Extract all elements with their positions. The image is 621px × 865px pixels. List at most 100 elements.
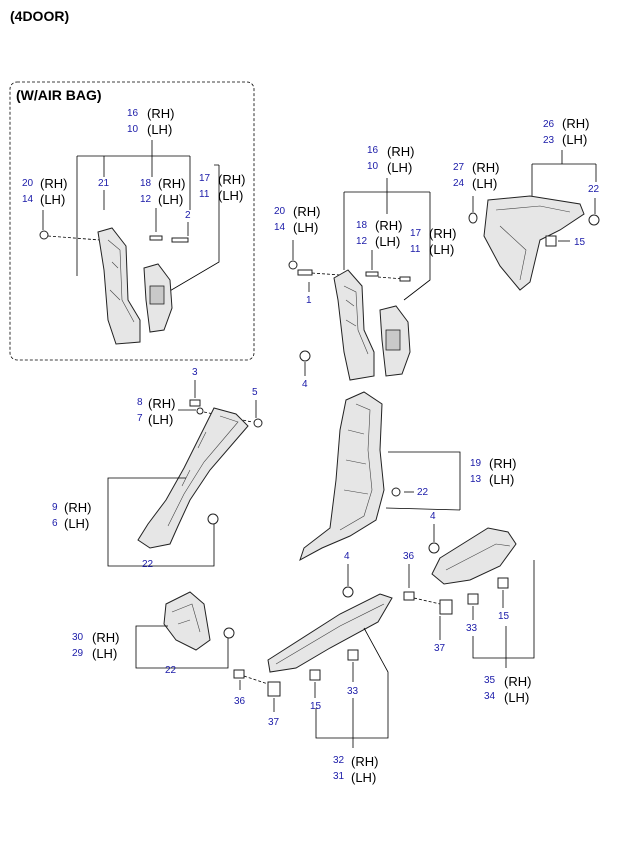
screw-36b <box>233 669 245 679</box>
nut-37a <box>439 599 453 615</box>
leader-19 <box>385 451 461 511</box>
side-lh-23: (LH) <box>562 132 587 147</box>
callout-33a: 33 <box>466 623 478 634</box>
front-scuff-detail <box>275 603 385 665</box>
a-pillar-group: 3 5 8 (RH) 7 (LH) 9 (RH) 6 (LH) 22 <box>52 367 263 570</box>
inset-callout-17: 17 <box>199 173 211 184</box>
side-lh-11: (LH) <box>429 242 454 257</box>
c-pillar-trim <box>483 195 585 291</box>
side-lh-10: (LH) <box>387 160 412 175</box>
callout-12: 12 <box>356 236 368 247</box>
clip-22d <box>223 627 235 639</box>
diagram-title: (4DOOR) <box>10 8 69 24</box>
clip-20 <box>288 260 298 270</box>
side-lh-29: (LH) <box>92 646 117 661</box>
kick-panel-group: 22 30 (RH) 29 (LH) 36 37 <box>72 591 281 728</box>
callout-18: 18 <box>356 220 368 231</box>
inset-group: 16 (RH) 10 (LH) 21 20 (RH) 14 (LH) 18 (R… <box>22 106 245 345</box>
screw-18 <box>365 271 379 277</box>
c-pillar-detail <box>495 205 571 281</box>
inset-pillar-detail <box>107 239 135 323</box>
inset-side-lh-10: (LH) <box>147 122 172 137</box>
rear-scuff-group: 4 36 37 33 15 35 (RH) 34 (LH) <box>403 511 535 705</box>
inset-callout-18: 18 <box>140 178 152 189</box>
side-lh-12: (LH) <box>375 234 400 249</box>
inset-clip-20 <box>39 230 49 240</box>
callout-8: 8 <box>137 397 143 408</box>
c-pillar-group: 26 (RH) 23 (LH) 27 (RH) 24 (LH) 22 15 <box>453 116 600 291</box>
screw-3 <box>189 399 201 407</box>
callout-27: 27 <box>453 162 465 173</box>
callout-19: 19 <box>470 458 482 469</box>
callout-20: 20 <box>274 206 286 217</box>
clip-15b <box>497 577 509 589</box>
callout-22a: 22 <box>588 184 600 195</box>
callout-31: 31 <box>333 771 345 782</box>
side-rh-16: (RH) <box>387 144 414 159</box>
side-rh-17: (RH) <box>429 226 456 241</box>
callout-30: 30 <box>72 632 84 643</box>
dash-8 <box>203 411 253 423</box>
front-scuff-group: 4 33 15 32 (RH) 31 (LH) <box>267 551 393 785</box>
leader-16 <box>343 178 431 301</box>
callout-15a: 15 <box>574 237 586 248</box>
inset-callout-21: 21 <box>98 178 110 189</box>
side-rh-9: (RH) <box>64 500 91 515</box>
inset-side-lh-11: (LH) <box>218 188 243 203</box>
side-rh-8: (RH) <box>148 396 175 411</box>
clip-27 <box>468 212 478 224</box>
callout-32: 32 <box>333 755 345 766</box>
clip-5 <box>253 418 263 428</box>
callout-4b: 4 <box>430 511 436 522</box>
b-pillar-upper-detail <box>343 285 369 355</box>
callout-15b: 15 <box>498 611 510 622</box>
clip-33a <box>467 593 479 605</box>
inset-leader-16 <box>76 140 191 276</box>
side-rh-30: (RH) <box>92 630 119 645</box>
inset-side-rh-16: (RH) <box>147 106 174 121</box>
inset-side-lh-12: (LH) <box>158 192 183 207</box>
airbag-inset-frame <box>9 81 255 361</box>
callout-10: 10 <box>367 161 379 172</box>
b-pillar-lower-group: 22 19 (RH) 13 (LH) <box>299 391 516 562</box>
callout-34: 34 <box>484 691 496 702</box>
callout-3: 3 <box>192 367 198 378</box>
inset-callout-12: 12 <box>140 194 152 205</box>
callout-22d: 22 <box>165 665 177 676</box>
leader-26 <box>531 150 597 196</box>
inset-callout-11: 11 <box>199 189 210 200</box>
side-rh-18: (RH) <box>375 218 402 233</box>
inset-airbag-module <box>149 285 165 305</box>
side-rh-20: (RH) <box>293 204 320 219</box>
callout-11: 11 <box>410 244 421 255</box>
side-lh-24: (LH) <box>472 176 497 191</box>
side-rh-35: (RH) <box>504 674 531 689</box>
bolt-1 <box>297 269 313 276</box>
inset-screw-2 <box>171 237 189 243</box>
inset-side-rh-17: (RH) <box>218 172 245 187</box>
inset-title: (W/AIR BAG) <box>16 87 102 103</box>
clip-15a <box>545 235 557 247</box>
side-lh-14: (LH) <box>293 220 318 235</box>
nut-37b <box>267 681 281 697</box>
inset-callout-2: 2 <box>185 210 191 221</box>
inset-callout-16: 16 <box>127 108 139 119</box>
inset-pillar-trim <box>97 227 141 345</box>
leader-35 <box>472 560 535 659</box>
b-pillar-lower-trim <box>299 391 385 562</box>
callout-16: 16 <box>367 145 379 156</box>
inset-screw-18 <box>149 235 163 241</box>
callout-4c: 4 <box>344 551 350 562</box>
callout-36b: 36 <box>234 696 246 707</box>
side-lh-31: (LH) <box>351 770 376 785</box>
inset-side-rh-18: (RH) <box>158 176 185 191</box>
rear-scuff-plate <box>431 527 517 585</box>
inset-side-rh-20: (RH) <box>40 176 67 191</box>
side-rh-19: (RH) <box>489 456 516 471</box>
side-rh-26: (RH) <box>562 116 589 131</box>
kick-panel-detail <box>171 603 201 633</box>
callout-1: 1 <box>306 295 312 306</box>
callout-5: 5 <box>252 387 258 398</box>
callout-23: 23 <box>543 135 555 146</box>
